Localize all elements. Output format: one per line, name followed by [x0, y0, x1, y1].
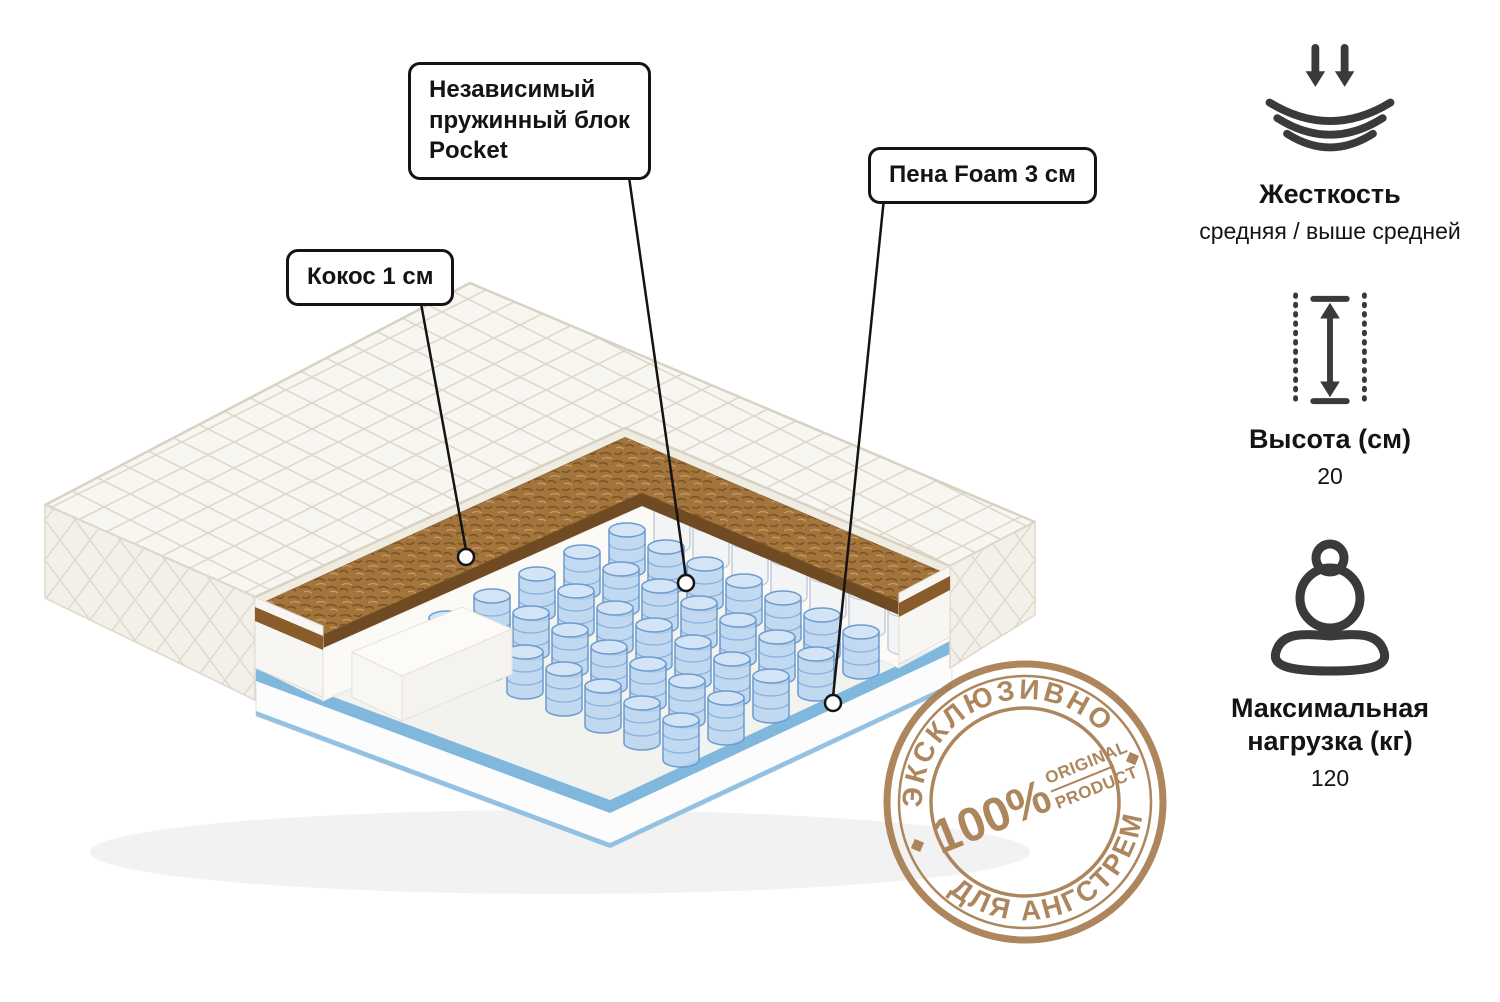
callout-line-foam [831, 197, 886, 698]
stamp-outer-ring [883, 660, 1167, 944]
stamp-separator-right [1125, 751, 1140, 766]
stamp-divider-line [1050, 765, 1115, 793]
spec-height: Высота (см) 20 [1165, 291, 1495, 490]
foam-block [350, 606, 514, 722]
callout-label-coconut: Кокос 1 см [286, 249, 455, 306]
spec-height-title: Высота (см) [1248, 423, 1412, 454]
mattress-shadow [90, 810, 1030, 894]
spec-firmness-title: Жесткость [1259, 179, 1401, 209]
callout-targets [456, 547, 843, 713]
firmness-icon [1265, 43, 1395, 152]
spec-height-value: 20 [1317, 462, 1343, 489]
stamp-separator-left [910, 838, 925, 853]
callout-target-foam [823, 693, 843, 713]
callout-target-pocket [676, 573, 696, 593]
stamp-middle-ring [897, 674, 1153, 930]
spec-max-load-value: 120 [1310, 764, 1350, 791]
mattress-sides [44, 503, 1036, 702]
callout-lines [418, 169, 886, 698]
spec-firmness: Жесткость средняя / выше средней [1165, 42, 1495, 245]
max-load-icon [1270, 539, 1390, 676]
spec-firmness-value: средняя / выше средней [1199, 217, 1461, 244]
specs-panel: Жесткость средняя / выше средней Высота … [1165, 42, 1495, 792]
spec-max-load: Максимальная нагрузка (кг) 120 [1165, 532, 1495, 792]
base-blue-edge [256, 640, 952, 813]
spec-max-load-title: Максимальная нагрузка (кг) [1230, 692, 1430, 756]
stamp-percent-text: 100% [925, 770, 1059, 865]
height-icon [1293, 292, 1367, 408]
callout-line-pocket [626, 169, 688, 578]
callout-target-coconut [456, 547, 476, 567]
callout-label-pocket: Независимый пружинный блок Pocket [408, 62, 651, 181]
callout-line-coconut [418, 297, 468, 551]
callout-label-foam: Пена Foam 3 см [868, 147, 1097, 204]
